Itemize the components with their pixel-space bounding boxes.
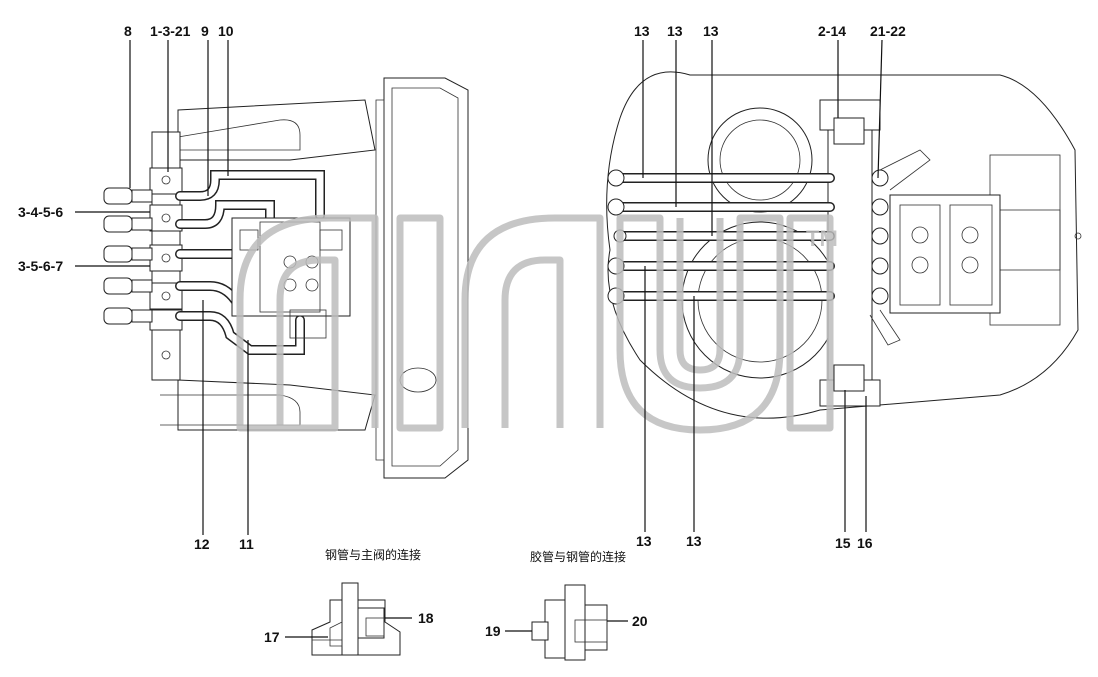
- label-2-14: 2-14: [818, 23, 846, 39]
- label-15: 15: [835, 535, 851, 551]
- left-frame-plate: [383, 77, 469, 479]
- label-10: 10: [218, 23, 234, 39]
- label-3-5-6-7: 3-5-6-7: [18, 258, 63, 274]
- label-18: 18: [418, 610, 434, 626]
- label-12: 12: [194, 536, 210, 552]
- left-assembly-view: [103, 77, 469, 479]
- right-control-valve: [889, 194, 1001, 314]
- label-16: 16: [857, 535, 873, 551]
- label-20: 20: [632, 613, 648, 629]
- right-hoses: [615, 173, 835, 301]
- label-17: 17: [264, 629, 280, 645]
- label-8: 8: [124, 23, 132, 39]
- right-assembly-view: [606, 71, 1082, 419]
- label-13-top-a: 13: [634, 23, 650, 39]
- detail-steel-pipe-to-main-valve: 钢管与主阀的连接 18 17: [264, 547, 434, 656]
- left-fittings: [103, 187, 153, 325]
- label-13-top-c: 13: [703, 23, 719, 39]
- label-21-22: 21-22: [870, 23, 906, 39]
- label-13-top-b: 13: [667, 23, 683, 39]
- label-13-bottom-b: 13: [686, 533, 702, 549]
- watermark-trademark: TM: [806, 226, 838, 251]
- label-11: 11: [239, 536, 254, 552]
- caption-hose-steel-pipe: 胶管与钢管的连接: [530, 549, 626, 564]
- detail-hose-to-steel-pipe: 胶管与钢管的连接 20 19: [485, 549, 648, 661]
- left-callouts: 8 1-3-21 9 10 3-4-5-6 3-5-6-7 12 11: [18, 23, 254, 552]
- label-13-bottom-a: 13: [636, 533, 652, 549]
- right-hose-fittings: [607, 169, 889, 305]
- label-19: 19: [485, 623, 501, 639]
- right-callouts: 13 13 13 2-14 21-22 13 13 15 16: [634, 23, 906, 551]
- watermark-logo: TM: [236, 214, 838, 434]
- label-1-3-21: 1-3-21: [150, 23, 191, 39]
- clamp-housing: [827, 109, 873, 401]
- label-3-4-5-6: 3-4-5-6: [18, 204, 63, 220]
- caption-steel-pipe-main-valve: 钢管与主阀的连接: [325, 547, 421, 562]
- label-9: 9: [201, 23, 209, 39]
